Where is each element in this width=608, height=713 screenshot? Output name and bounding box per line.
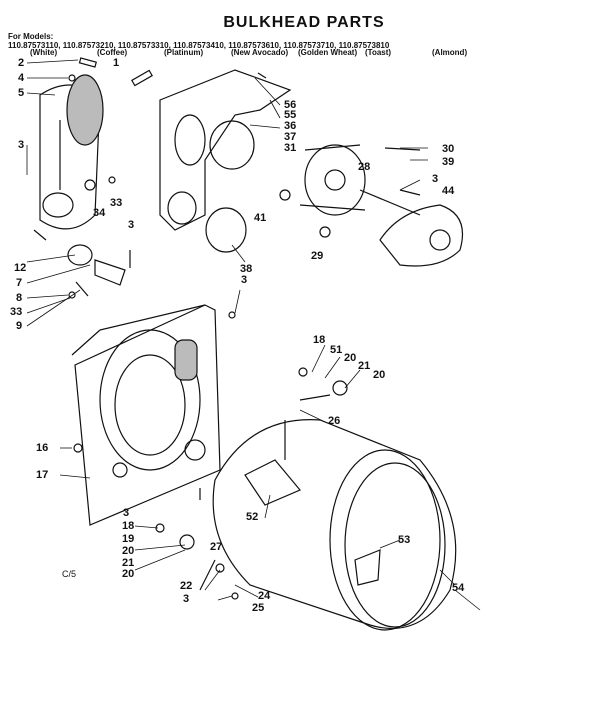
part-number: 54: [452, 582, 465, 594]
drum-drawing: [212, 367, 457, 631]
part-number: 29: [311, 250, 324, 262]
part-number: 56: [284, 99, 297, 111]
part-number: 27: [210, 541, 223, 553]
corner-mark: C/5: [62, 569, 77, 579]
part-number: 20: [122, 545, 135, 557]
part-number: 3: [128, 219, 135, 231]
part-number: 18: [122, 520, 135, 532]
part-number: 30: [442, 143, 455, 155]
page-title: BULKHEAD PARTS: [223, 14, 385, 31]
part-number: 44: [442, 185, 455, 197]
part-number: 17: [36, 469, 49, 481]
blower-assembly-drawing: [279, 144, 464, 267]
part-number: 20: [122, 568, 135, 580]
color-label: (Golden Wheat): [298, 48, 358, 57]
part-number: 1: [113, 57, 120, 69]
part-number: 33: [110, 197, 123, 209]
color-label: (Almond): [432, 48, 468, 57]
color-label: (Platinum): [164, 48, 204, 57]
part-number: 3: [183, 593, 190, 605]
part-number: 25: [252, 602, 265, 614]
part-number: 24: [258, 590, 271, 602]
part-number: 12: [14, 262, 27, 274]
part-number: 3: [432, 173, 439, 185]
part-number: 34: [93, 207, 106, 219]
part-number: 28: [358, 161, 371, 173]
part-number: 37: [284, 131, 297, 143]
part-number: 20: [344, 352, 357, 364]
models-line: 110.87573110, 110.87573210, 110.87573310…: [8, 41, 390, 50]
color-label: (White): [30, 48, 58, 57]
color-list: (White) (Coffee) (Platinum) (New Avocado) (G…: [30, 48, 499, 57]
part-number: 36: [284, 120, 297, 132]
part-number: 8: [16, 292, 23, 304]
leader-lines: [26, 59, 456, 601]
part-number: 21: [358, 360, 371, 372]
part-number: 52: [246, 511, 259, 523]
part-number: 20: [373, 369, 386, 381]
part-number: 31: [284, 142, 297, 154]
part-number: 38: [240, 263, 253, 275]
part-number: 18: [313, 334, 326, 346]
models-label: For Models:: [8, 32, 54, 41]
part-number: 2: [18, 57, 25, 69]
part-number: 3: [123, 507, 130, 519]
drum-edge-line: [454, 589, 481, 611]
part-number: 3: [241, 274, 248, 286]
part-number: 4: [18, 72, 25, 84]
part-number: 9: [16, 320, 23, 332]
part-number: 5: [18, 87, 25, 99]
part-number: 22: [180, 580, 193, 592]
part-number: 19: [122, 533, 135, 545]
rear-duct-drawing: [159, 69, 292, 253]
part-number: 51: [330, 344, 343, 356]
part-number: 3: [18, 139, 25, 151]
bulkhead-drawing: [71, 304, 236, 526]
part-number: 41: [254, 212, 267, 224]
part-number: 7: [16, 277, 23, 289]
color-label: (Coffee): [97, 48, 128, 57]
part-number: 21: [122, 557, 135, 569]
part-number: 55: [284, 109, 297, 121]
color-label: (New Avocado): [231, 48, 289, 57]
part-number: 39: [442, 156, 455, 168]
front-panel-drawing: [39, 74, 104, 230]
part-number: 16: [36, 442, 49, 454]
roller-assembly-drawing: [155, 488, 239, 600]
part-number: 26: [328, 415, 341, 427]
small-hardware-left: [33, 57, 153, 299]
color-label: (Toast): [365, 48, 392, 57]
part-number: 53: [398, 534, 411, 546]
models-list: For Models: 110.87573110, 110.87573210, …: [8, 32, 389, 50]
part-number: 33: [10, 306, 23, 318]
